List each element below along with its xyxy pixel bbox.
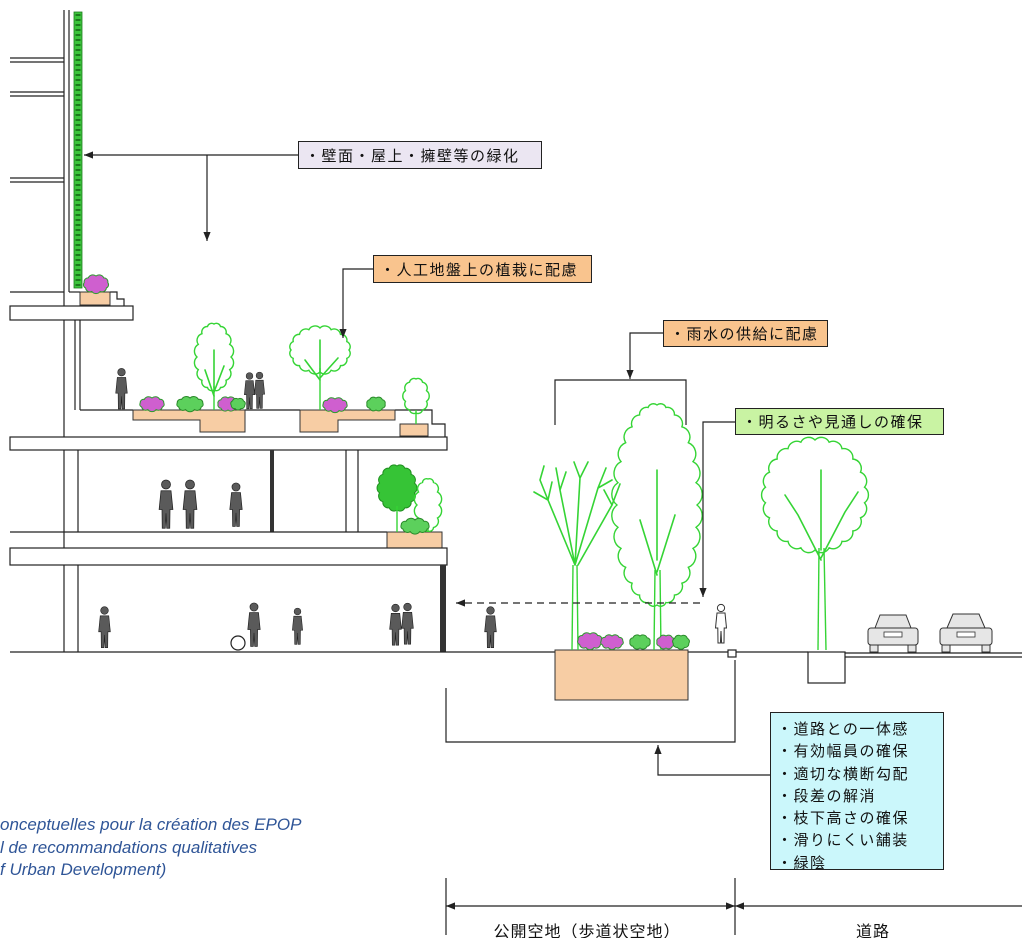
leader-lines	[84, 151, 770, 776]
caption-line: f Urban Development)	[0, 860, 167, 879]
label-greening-text: ・壁面・屋上・擁壁等の緑化	[305, 146, 520, 165]
people	[98, 368, 728, 651]
label-rainwater: ・雨水の供給に配慮	[663, 320, 828, 347]
tree-crown	[376, 464, 418, 512]
figure-caption: onceptuelles pour la création des EPOP l…	[0, 814, 301, 882]
sidewalk-bare-tree	[533, 461, 621, 651]
label-visibility-text: ・明るさや見通しの確保	[742, 413, 924, 431]
ground-floor	[77, 565, 446, 652]
ground-and-road	[10, 649, 1022, 701]
shrub	[629, 634, 651, 650]
flower-bed	[139, 396, 165, 413]
visibility-arrow	[699, 421, 735, 597]
glass-facade	[440, 565, 446, 652]
person	[291, 607, 304, 645]
car	[867, 614, 919, 653]
label-artificial-ground: ・人工地盤上の植栽に配慮	[373, 255, 592, 283]
requirement-item: ・適切な横断勾配	[777, 764, 910, 783]
label-rainwater-text: ・雨水の供給に配慮	[670, 325, 819, 343]
roadside-tree	[760, 436, 870, 651]
roof-planter-3	[399, 423, 429, 437]
dimension-line	[445, 878, 1022, 935]
facade	[63, 10, 70, 652]
requirements-box: ・道路との一体感 ・有効幅員の確保 ・適切な横断勾配 ・段差の解消 ・枝下高さの…	[770, 712, 944, 870]
upper-floor-slabs	[10, 57, 64, 293]
person	[247, 602, 261, 647]
requirement-item: ・段差の解消	[777, 786, 877, 805]
roof-tree-1	[193, 322, 235, 410]
column	[270, 450, 274, 532]
tree-crown	[402, 377, 430, 415]
person	[182, 479, 198, 529]
person	[243, 372, 256, 410]
person	[401, 602, 414, 645]
shrub	[230, 397, 246, 411]
road-drain	[807, 651, 846, 684]
requirement-item: ・緑陰	[777, 853, 827, 870]
artificial-ground-arrow	[339, 268, 373, 338]
second-floor	[9, 450, 448, 566]
terrace	[9, 274, 134, 410]
roof-garden	[9, 409, 448, 451]
shrub	[366, 396, 386, 412]
caption-line: l de recommandations qualitatives	[0, 837, 258, 857]
dimension-label-road: 道路	[855, 922, 890, 938]
flower-bed	[600, 634, 624, 650]
car	[939, 613, 993, 653]
label-greening: ・壁面・屋上・擁壁等の緑化	[298, 141, 542, 169]
rainwater-bracket	[554, 379, 687, 425]
terrace-flowers	[82, 274, 110, 295]
second-floor-tree	[376, 464, 418, 532]
tree-crown	[760, 436, 870, 554]
shrub	[672, 634, 690, 650]
sidewalk-tall-tree	[611, 403, 703, 651]
requirement-item: ・有効幅員の確保	[777, 742, 910, 761]
building	[9, 10, 448, 652]
second-floor-slab	[9, 547, 448, 566]
person	[484, 606, 497, 649]
flower-bed	[656, 634, 676, 650]
flower-bed	[577, 632, 603, 651]
requirement-item: ・道路との一体感	[777, 720, 909, 738]
rainwater-arrow	[626, 332, 663, 379]
roof-tree-2	[289, 325, 351, 410]
label-visibility: ・明るさや見通しの確保	[735, 408, 944, 435]
roof-slab	[9, 436, 448, 451]
sidewalk-bracket	[445, 660, 736, 743]
person	[253, 371, 266, 409]
flower-bed	[322, 397, 348, 414]
shrub	[400, 517, 430, 535]
shrubs	[139, 396, 690, 651]
caption-line: onceptuelles pour la création des EPOP	[0, 815, 302, 834]
roof-tree-3	[402, 377, 430, 424]
roof-planter-1	[132, 409, 246, 433]
requirements-arrow	[654, 745, 770, 776]
wheelchair-wheel	[230, 635, 246, 651]
curb	[727, 649, 737, 658]
requirement-item: ・枝下高さの確保	[777, 809, 910, 828]
tree-crown	[611, 403, 703, 607]
person	[98, 606, 111, 649]
person	[389, 603, 402, 646]
roof-planter-2	[299, 409, 396, 433]
dimension-label-public-open-space: 公開空地（歩道状空地）	[493, 922, 681, 938]
label-artificial-ground-text: ・人工地盤上の植栽に配慮	[380, 260, 579, 279]
sidewalk-planter	[554, 649, 689, 701]
shrub	[176, 396, 204, 413]
person	[714, 603, 728, 644]
wall-greening-vine	[73, 11, 83, 289]
requirement-item: ・滑りにくい舗装	[777, 831, 909, 850]
person	[115, 368, 128, 410]
person	[158, 479, 174, 529]
person	[229, 482, 243, 528]
